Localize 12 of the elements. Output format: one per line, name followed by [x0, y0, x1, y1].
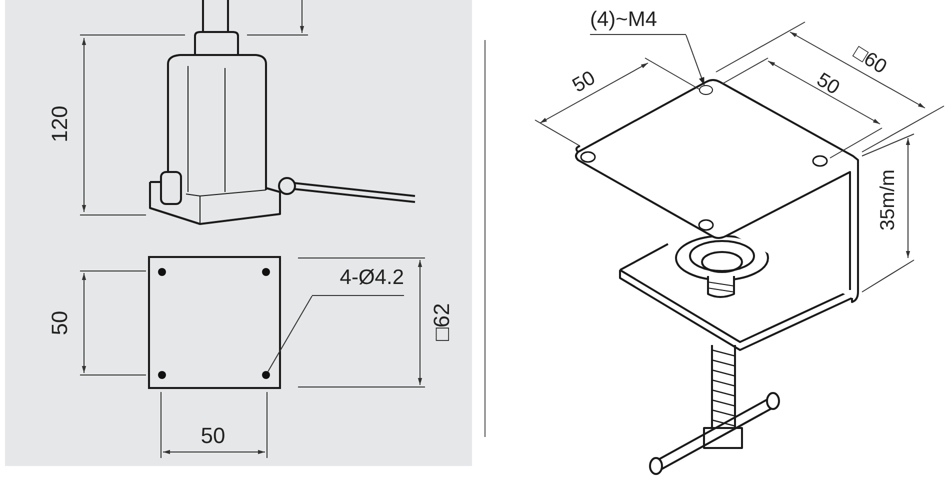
- leader-line: [686, 34, 705, 86]
- dimension-label: □62: [431, 303, 453, 341]
- dimension-label: □60: [850, 42, 890, 78]
- leader-line: [268, 296, 312, 372]
- dimension-label: 50: [49, 310, 71, 336]
- dimension-label: 50: [569, 68, 599, 96]
- dimension-label: 35m/m: [878, 169, 898, 231]
- dimension-label: 50: [813, 70, 843, 98]
- dimension-label: 120: [49, 106, 71, 142]
- dimension-label: 50: [200, 425, 226, 447]
- leader-label: 4-Ø4.2: [312, 266, 404, 296]
- leader-label: (4)~M4: [590, 8, 686, 35]
